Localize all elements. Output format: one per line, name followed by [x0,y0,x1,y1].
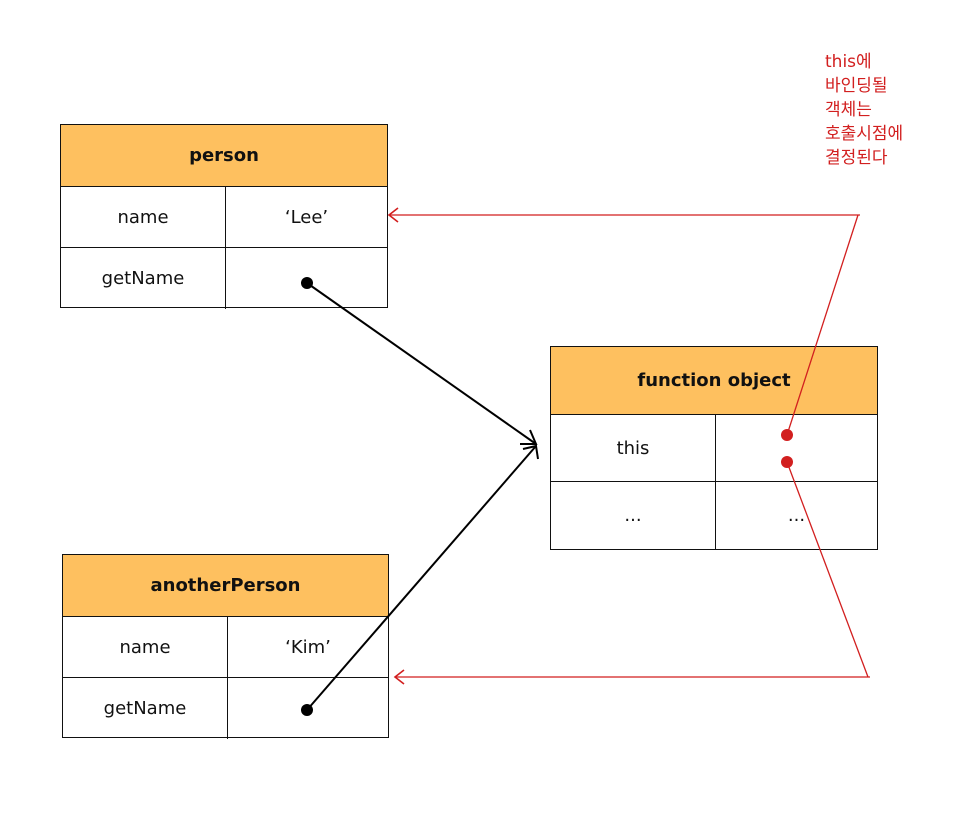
function-object-table-title: function object [551,347,877,415]
arrowhead-icon [520,429,538,445]
person-getname-pointer-dot [301,277,313,289]
this-binding-line-person [786,214,859,436]
arrowhead-icon [387,207,399,223]
table-row: getName [63,678,388,739]
function-object-table: function object this ... ... [550,346,878,550]
this-pointer-dot-another-person [781,456,793,468]
table-row: this [551,415,877,482]
arrowhead-icon [393,669,405,685]
person-name-value: ‘Lee’ [284,206,329,228]
table-row: name ‘Lee’ [61,187,387,248]
binding-note-line: 객체는 [825,100,872,120]
person-getname-reference-arrow [306,282,537,445]
binding-note-line: 바인딩될 [825,76,888,96]
person-table: person name ‘Lee’ getName [60,124,388,309]
another-person-table: anotherPerson name ‘Kim’ getName [62,554,389,739]
binding-note: this에 바인딩될 객체는 호출시점에 결정된다 [825,50,965,170]
function-object-rest-value: ... [787,505,806,526]
another-person-getname-pointer-dot [301,704,313,716]
function-object-this-key: this [551,415,716,481]
another-person-name-key: name [63,617,228,677]
function-object-rest-key: ... [551,482,716,549]
this-pointer-dot-person [781,429,793,441]
arrowhead-icon [522,444,539,460]
binding-note-line: this에 [825,52,872,72]
person-table-title: person [61,125,387,187]
this-binding-line-another-person [786,461,869,678]
person-getname-key: getName [61,248,226,309]
person-name-key: name [61,187,226,247]
another-person-name-value: ‘Kim’ [285,636,331,658]
binding-note-line: 결정된다 [825,148,888,168]
binding-note-line: 호출시점에 [825,124,904,144]
another-person-getname-reference-arrow [306,445,537,711]
table-row: name ‘Kim’ [63,617,388,678]
another-person-table-title: anotherPerson [63,555,388,617]
table-row: ... ... [551,482,877,549]
another-person-getname-key: getName [63,678,228,739]
table-row: getName [61,248,387,309]
